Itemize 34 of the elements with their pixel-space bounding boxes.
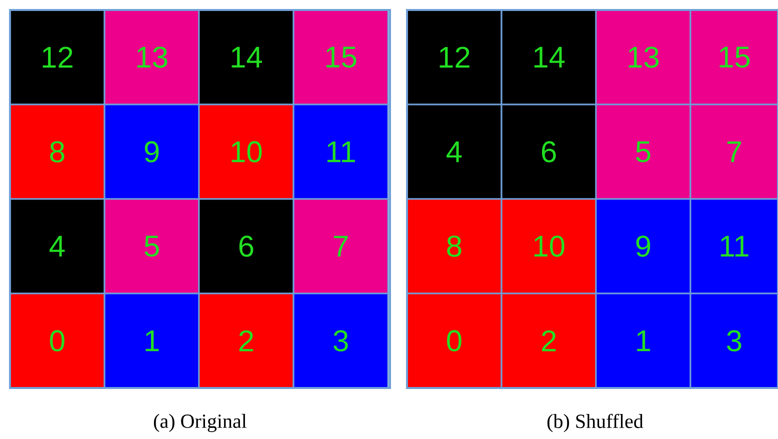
grid-cell: 9	[104, 104, 200, 200]
grid-cell: 14	[198, 9, 294, 106]
grid-cell: 5	[104, 198, 200, 294]
grid-cell: 15	[292, 9, 389, 106]
grid-cell: 11	[292, 104, 389, 200]
grid-cell: 8	[406, 198, 502, 294]
grid-cell: 5	[595, 104, 692, 200]
grid-cell: 7	[292, 198, 389, 294]
grid-cell: 6	[500, 104, 597, 200]
grid-cell: 13	[104, 9, 200, 106]
caption: (b) Shuffled	[547, 414, 644, 432]
grid-cell: 4	[9, 198, 106, 294]
grid-cell: 10	[198, 104, 294, 200]
grid-cell: 9	[595, 198, 692, 294]
grid-cell: 2	[500, 292, 597, 389]
grid-cell: 1	[104, 292, 200, 389]
grid-cell: 11	[690, 198, 778, 294]
grid-cell: 15	[690, 9, 778, 106]
grid-cell: 10	[500, 198, 597, 294]
grid-cell: 3	[690, 292, 778, 389]
grid-cell: 2	[198, 292, 294, 389]
grid-cell: 13	[595, 9, 692, 106]
grid-cell: 0	[9, 292, 106, 389]
grid-cell: 14	[500, 9, 597, 106]
grid-cell: 4	[406, 104, 502, 200]
grid-cell: 8	[9, 104, 106, 200]
grid-cell: 12	[9, 9, 106, 106]
grid-cell: 12	[406, 9, 502, 106]
grid-cell: 7	[690, 104, 778, 200]
grid-cell: 3	[292, 292, 389, 389]
grid-cell: 1	[595, 292, 692, 389]
grid-cell: 0	[406, 292, 502, 389]
caption: (a) Original	[154, 414, 247, 432]
grid-cell: 6	[198, 198, 294, 294]
